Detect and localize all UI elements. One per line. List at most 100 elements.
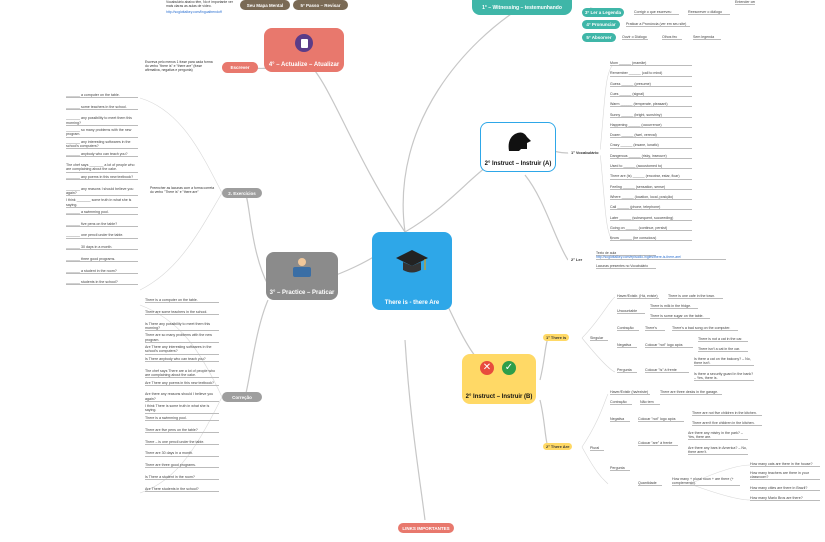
there-are-negative-rule: Colocar "not" logo após: [638, 417, 684, 423]
exercise-item: I think _______ some truth in what she i…: [66, 198, 138, 208]
escrever-note: Escreva pelo menos 1 frase para cada for…: [145, 60, 213, 72]
witnessing-node[interactable]: 1° – Witnessing – testemunhando: [472, 0, 572, 15]
correction-item: I think There is some truth in what she …: [145, 404, 219, 414]
step-legenda-tag[interactable]: 3° Ler a Legenda: [582, 8, 624, 17]
vocabulary-word: Call: [610, 205, 617, 210]
vocabulary-meaning: (temperate, pleasant): [633, 102, 668, 107]
quantity-label: Quantidade: [638, 481, 662, 487]
vocabulary-blank: ______: [616, 205, 631, 210]
vocabulary-word: There are (is): [610, 174, 632, 179]
exercise-item: _______ so many problems with the new pr…: [66, 128, 138, 138]
ler-text2: Lacunas presentes no Vocabulário: [596, 264, 656, 270]
vocabulary-row: Dozen ______ (twel, vereval): [610, 133, 692, 139]
thinking-head-icon: [508, 132, 531, 151]
vocabulary-blank: ______: [619, 236, 633, 241]
vocabulary-row: Know ______ (be conscious): [610, 236, 692, 242]
actualize-node[interactable]: 4° – Actualize – Atualizar: [264, 28, 344, 72]
vocabulary-row: Mom ______ (mamãe): [610, 61, 692, 67]
ler-tag[interactable]: 2° Ler: [568, 256, 586, 263]
intro-note: Vocabulário abaixo têm, No é importante …: [166, 0, 236, 14]
step-legenda-text2: Reescrever o diálogo: [688, 10, 730, 16]
there-is-contraction-ex1: There's: [645, 326, 665, 332]
exercise-item: _______ five pens on the table?: [66, 222, 138, 227]
vocabulary-meaning: (mamãe): [632, 61, 647, 65]
exercicios-note: Preencher as lacunas com a forma correta…: [150, 186, 215, 194]
vocabulary-blank: ______: [624, 225, 639, 230]
step-absorver-text: Ouvir o Diálogo: [622, 35, 648, 41]
vocabulario-tag[interactable]: 1° Vocabulário: [568, 149, 602, 156]
there-are-header: Haver/Existir (ha/existe): [610, 390, 650, 396]
there-are-tag[interactable]: 2° There Are: [543, 443, 573, 450]
exercise-item: _______ a student in the room?: [66, 269, 138, 274]
vocabulary-word: Guess: [610, 81, 621, 86]
there-is-negative-ex1: There is not a cat in the car.: [698, 337, 748, 343]
exercise-item: _______ some teachers in the school.: [66, 105, 138, 110]
exercise-item: _______ one pencil under the table.: [66, 233, 138, 239]
correction-item: There are so many problems with the new …: [145, 333, 219, 343]
vocabulary-row: Sunny ______ (bright, sunshiny): [610, 113, 692, 118]
exercise-item: _______ any possibility to meet them thi…: [66, 116, 138, 126]
practice-label: 3° – Practice – Praticar: [269, 290, 335, 296]
exercise-item: _______ any reasons I should believe you…: [66, 187, 138, 196]
instruct-a-node[interactable]: 2° Instruct – Instruir (A): [480, 122, 556, 172]
seu-mapa-mental-button[interactable]: Seu Mapa Mental: [240, 0, 290, 10]
vocabulary-meaning: (twel, vereval): [634, 133, 657, 138]
vocabulary-word: Used to: [610, 164, 623, 168]
correction-item: There are three good programs.: [145, 463, 219, 469]
there-are-negative-label: Negativa: [610, 417, 630, 423]
step-pronunciar-tag[interactable]: 4° Pronunciar: [582, 20, 620, 29]
escrever-tag[interactable]: Escrever: [222, 62, 258, 73]
there-are-question-label: Pergunta: [610, 466, 630, 472]
quantity-ex1: How many cats are there in the house?: [750, 462, 820, 468]
vocabulary-blank: ______: [620, 112, 635, 117]
there-is-tag[interactable]: 1° There is: [543, 334, 570, 341]
step-absorver-tag[interactable]: 5° Absorver: [582, 33, 616, 42]
vocabulary-word: Mom: [610, 61, 618, 65]
vocabulary-row: There are (is) ______ (encotrar, estar, …: [610, 174, 692, 180]
intro-link[interactable]: http://soglottalkey.com/lingualtrendoff: [166, 10, 222, 14]
actualize-label: 4° – Actualize – Atualizar: [268, 62, 340, 68]
there-is-negative-ex2: There isn't a cat in the car.: [698, 347, 748, 353]
correction-item: Is There a student in the room?: [145, 475, 219, 481]
vocabulary-row: Warm ______ (temperate, pleasant): [610, 102, 692, 108]
quantity-rule: How many + plural noun + are there (+ co…: [672, 477, 740, 487]
vocabulary-row: Feeling ______ (sensation, sense): [610, 185, 692, 190]
quantity-ex3: How many cities are there in Brazil?: [750, 486, 820, 492]
correction-item: Are There students in the school?: [145, 487, 219, 492]
vocabulary-meaning: (continue, persist): [638, 225, 668, 230]
correction-item: There are some teachers in the school.: [145, 310, 219, 315]
vocabulary-word: Know: [610, 236, 619, 241]
vocabulary-word: Dangerous: [610, 153, 628, 158]
vocabulary-row: Used to ______ (accustomed to): [610, 164, 692, 170]
singular-label: Singular: [590, 336, 608, 342]
correcao-tag[interactable]: Correção: [222, 392, 262, 402]
vocabulary-blank: ______: [619, 143, 634, 148]
passo5-revisar-button[interactable]: 5° Passo – Revisar: [293, 0, 348, 10]
vocabulary-row: Later ______ (subsequent, succeeding): [610, 216, 692, 221]
exercicios-tag[interactable]: 2. Exercícios: [222, 188, 262, 198]
vocabulary-meaning: (risky, insecure): [641, 153, 667, 158]
step-pronunciar-text: Praticar a Pronúncia (ver em seu site): [626, 22, 690, 28]
vocabulary-word: Later: [610, 215, 619, 220]
central-node[interactable]: There is - there Are: [372, 232, 452, 310]
plural-label: Plural: [590, 446, 604, 452]
there-are-header-ex: There are three desks in the garage.: [660, 390, 722, 396]
vocabulary-row: Crazy ______ (insane, lunatic): [610, 143, 692, 149]
links-importantes-button[interactable]: LINKS IMPORTANTES: [398, 523, 454, 533]
vocabulary-blank: ______: [618, 91, 633, 96]
there-are-negative-ex2: There aren't five children in the kitche…: [692, 421, 762, 427]
correction-item: There are 30 days in a month.: [145, 451, 219, 457]
vocabulary-meaning: (bright, sunshiny): [634, 112, 662, 117]
vocabulary-blank: ______: [627, 71, 642, 76]
practice-node[interactable]: 3° – Practice – Praticar: [266, 252, 338, 300]
vocabulary-blank: ______: [622, 164, 637, 168]
vocabulary-blank: ______: [618, 215, 633, 220]
vocabulary-blank: ______: [621, 184, 636, 189]
exercise-item: _______ students in the school?: [66, 280, 138, 286]
instruct-b-node[interactable]: ✕ ✓ 2° Instruct – Instruir (B): [462, 354, 536, 404]
ler-link[interactable]: http://soglottalkey.com/episodio-ingles/…: [596, 255, 726, 261]
vocabulary-meaning: (location, local, posição): [634, 194, 674, 199]
vocabulary-blank: ______: [620, 133, 635, 138]
there-is-contraction-ex2: There's a bad song on the computer.: [672, 326, 738, 332]
correction-item: The chef says There are a lot of people …: [145, 369, 219, 379]
